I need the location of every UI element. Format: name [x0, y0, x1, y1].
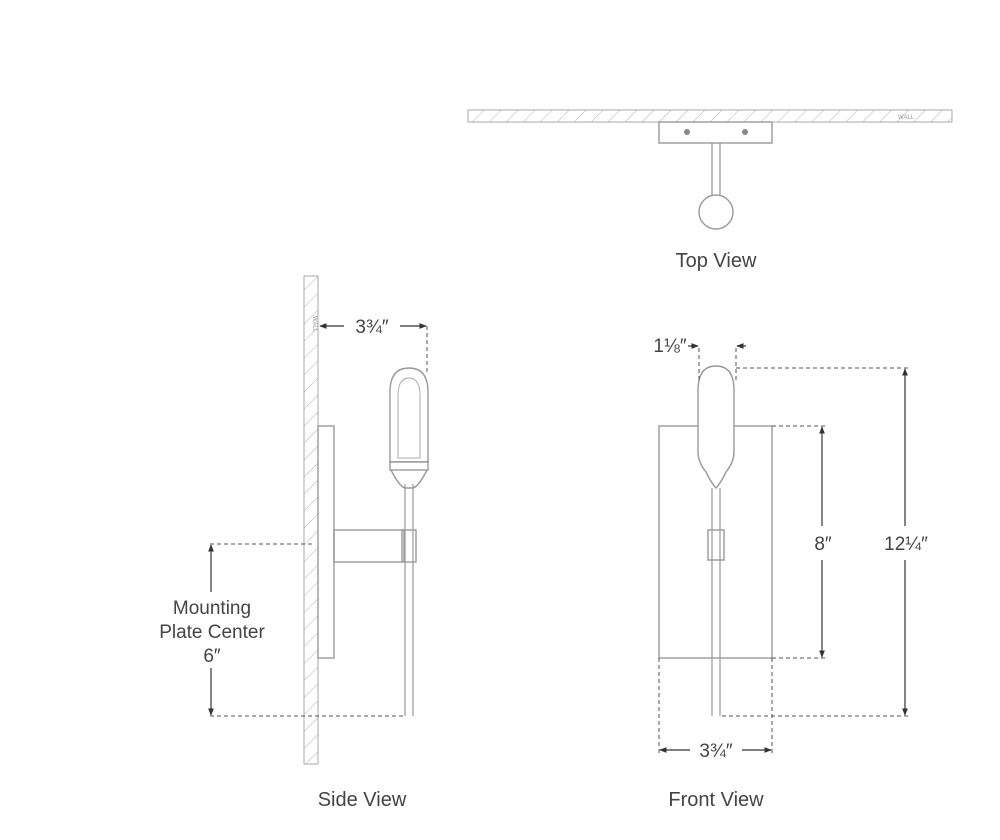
top-mounting-plate — [658, 121, 773, 144]
plate-height-label: 8″ — [814, 534, 832, 555]
front-glass-shade — [697, 365, 735, 489]
side-backplate — [317, 425, 335, 659]
side-glass-shade — [389, 367, 429, 463]
top-screw-right — [742, 129, 748, 135]
side-collar — [401, 529, 417, 563]
glass-width-label: 1⅛″ — [653, 336, 686, 357]
top-wall-text: WALL — [898, 115, 915, 121]
top-screw-left — [684, 129, 690, 135]
top-view-label: Top View — [676, 250, 757, 272]
side-wall — [303, 275, 319, 765]
top-view: WALL Top View — [467, 109, 953, 272]
side-glass-band — [389, 461, 429, 471]
plate-width-label: 3¾″ — [699, 741, 732, 762]
overall-height-label: 12¼″ — [884, 534, 928, 555]
mounting-label-value: 6″ — [203, 646, 221, 667]
top-glass-shade — [698, 194, 734, 230]
mounting-label-line2: Plate Center — [159, 622, 265, 643]
side-view-label: Side View — [318, 789, 407, 811]
front-view-label: Front View — [668, 789, 764, 811]
side-extension-label: 3¾″ — [355, 317, 388, 338]
side-view: WALL 3¾″ Mounting Plate Center 6″ Side V… — [159, 275, 429, 811]
side-wall-text: WALL — [311, 316, 317, 333]
mounting-label-line1: Mounting — [173, 598, 251, 619]
front-collar — [707, 529, 725, 561]
front-view: 1⅛″ 8″ 12¼″ 3¾″ Front View — [653, 336, 928, 811]
side-socket — [390, 469, 428, 489]
side-glass-inner — [397, 377, 421, 459]
side-arm — [333, 529, 405, 563]
top-wall — [467, 109, 953, 123]
